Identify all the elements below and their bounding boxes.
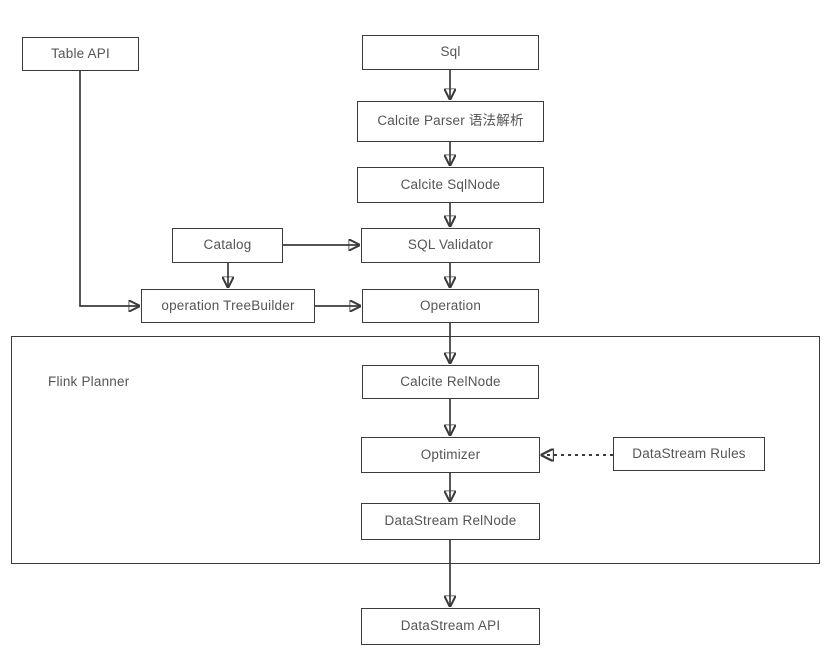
node-datastream-relnode[interactable]: DataStream RelNode [361, 503, 540, 540]
node-datastream-rules[interactable]: DataStream Rules [613, 437, 765, 471]
node-table-api[interactable]: Table API [22, 37, 139, 71]
node-datastream-api[interactable]: DataStream API [361, 608, 540, 645]
node-optimizer[interactable]: Optimizer [361, 437, 540, 473]
node-sql-validator[interactable]: SQL Validator [361, 228, 540, 263]
node-calcite-parser[interactable]: Calcite Parser 语法解析 [357, 101, 544, 142]
node-operation-treebuilder[interactable]: operation TreeBuilder [141, 289, 315, 323]
node-calcite-sqlnode[interactable]: Calcite SqlNode [357, 167, 544, 203]
flink-planner-group [11, 336, 820, 564]
node-sql[interactable]: Sql [362, 35, 539, 70]
node-operation[interactable]: Operation [362, 289, 539, 323]
node-catalog[interactable]: Catalog [172, 228, 283, 263]
flink-planner-group-label: Flink Planner [48, 374, 130, 389]
edge-tableapi-to-treebuilder [79, 71, 139, 306]
node-calcite-relnode[interactable]: Calcite RelNode [362, 365, 539, 399]
